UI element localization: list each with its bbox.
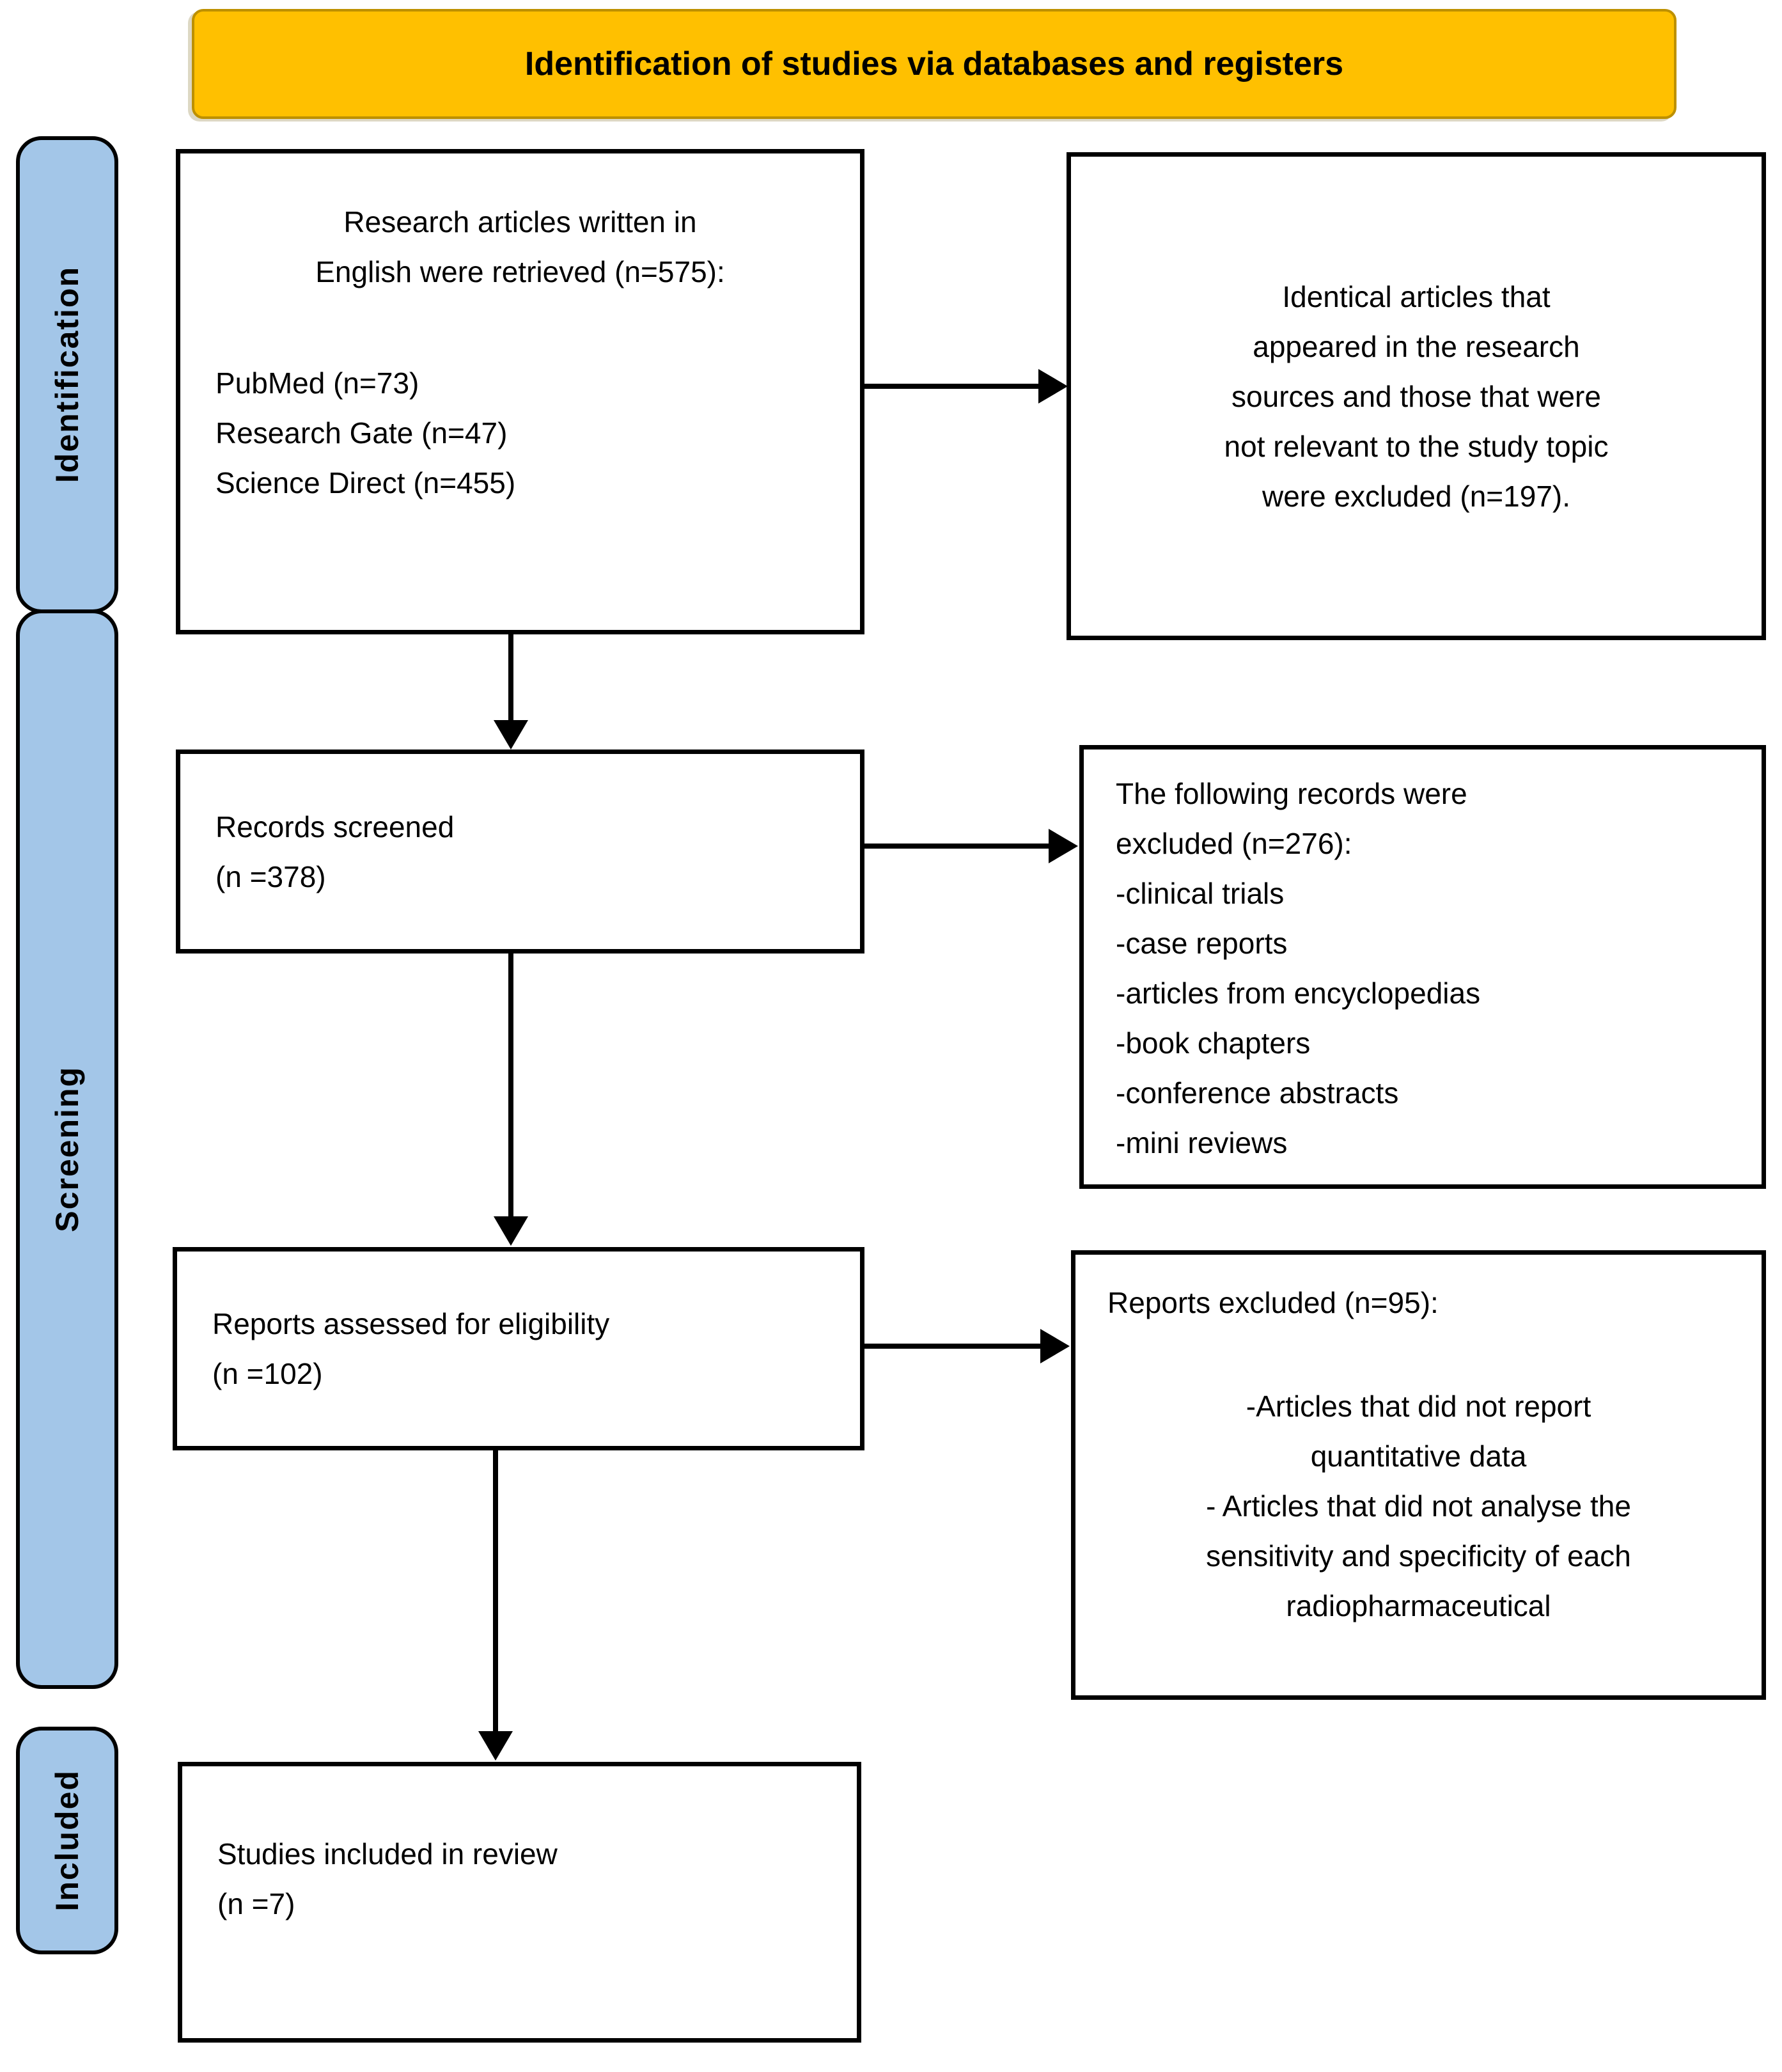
arrow-screened-to-excluded-line [864, 844, 1051, 849]
excluded-item-encyclopedias: -articles from encyclopedias [1116, 977, 1481, 1010]
header-banner: Identification of studies via databases … [192, 9, 1676, 119]
box-studies-included: Studies included in review (n =7) [178, 1762, 861, 2043]
retrieved-line-1: Research articles written in [343, 205, 697, 239]
duplicates-line-3: sources and those that were [1231, 379, 1601, 413]
stage-label-screening: Screening [49, 1066, 85, 1232]
duplicates-line-5: were excluded (n=197). [1262, 479, 1570, 513]
arrow-retrieved-to-duplicates-head [1038, 369, 1068, 404]
reports-excluded-bullet1-line2: quantitative data [1310, 1440, 1527, 1473]
arrow-screened-to-excluded-head [1049, 829, 1078, 863]
arrow-retrieved-to-screened-line [508, 633, 513, 723]
arrow-assessed-to-excluded-head [1040, 1329, 1070, 1363]
arrow-screened-to-assessed-head [494, 1216, 528, 1246]
box-reports-assessed: Reports assessed for eligibility (n =102… [173, 1247, 864, 1450]
excluded-item-conference-abstracts: -conference abstracts [1116, 1076, 1399, 1110]
box-reports-excluded: Reports excluded (n=95): -Articles that … [1071, 1250, 1766, 1700]
stage-bar-identification: Identification [16, 136, 118, 613]
reports-excluded-bullet2-line1: - Articles that did not analyse the [1206, 1489, 1631, 1523]
arrow-retrieved-to-screened-head [494, 720, 528, 750]
box-records-retrieved: Research articles written in English wer… [176, 149, 864, 634]
reports-excluded-heading: Reports excluded (n=95): [1107, 1286, 1439, 1319]
stage-bar-screening: Screening [16, 609, 118, 1689]
source-sciencedirect: Science Direct (n=455) [215, 466, 516, 499]
included-count: (n =7) [217, 1887, 295, 1920]
box-duplicates-excluded: Identical articles that appeared in the … [1067, 152, 1766, 640]
duplicates-line-4: not relevant to the study topic [1224, 429, 1609, 463]
arrow-assessed-to-included-line [493, 1450, 498, 1734]
duplicates-line-1: Identical articles that [1282, 279, 1551, 313]
stage-label-included: Included [49, 1770, 85, 1911]
assessed-line-1: Reports assessed for eligibility [212, 1307, 610, 1340]
reports-excluded-bullet2-line2: sensitivity and specificity of each [1206, 1539, 1631, 1573]
source-researchgate: Research Gate (n=47) [215, 416, 508, 450]
excluded-item-case-reports: -case reports [1116, 927, 1288, 960]
stage-bar-included: Included [16, 1727, 118, 1954]
arrow-retrieved-to-duplicates-line [864, 384, 1042, 389]
records-excluded-heading-2: excluded (n=276): [1116, 827, 1352, 860]
assessed-count: (n =102) [212, 1357, 323, 1390]
arrow-assessed-to-excluded-line [864, 1344, 1043, 1349]
source-pubmed: PubMed (n=73) [215, 366, 419, 400]
header-title: Identification of studies via databases … [524, 45, 1344, 82]
arrow-screened-to-assessed-line [508, 954, 513, 1219]
reports-excluded-bullet1-line1: -Articles that did not report [1246, 1390, 1591, 1423]
screened-count: (n =378) [215, 859, 326, 893]
reports-excluded-bullet2-line3: radiopharmaceutical [1286, 1589, 1551, 1622]
excluded-item-book-chapters: -book chapters [1116, 1026, 1311, 1060]
excluded-item-clinical-trials: -clinical trials [1116, 877, 1285, 910]
excluded-item-mini-reviews: -mini reviews [1116, 1126, 1288, 1159]
box-records-screened: Records screened (n =378) [176, 750, 864, 954]
retrieved-line-2: English were retrieved (n=575): [315, 255, 725, 288]
stage-label-identification: Identification [49, 266, 85, 483]
duplicates-line-2: appeared in the research [1253, 329, 1580, 363]
screened-line-1: Records screened [215, 810, 455, 844]
box-records-excluded: The following records were excluded (n=2… [1079, 745, 1766, 1189]
records-excluded-heading-1: The following records were [1116, 777, 1467, 810]
arrow-assessed-to-included-head [478, 1731, 513, 1761]
included-line-1: Studies included in review [217, 1837, 558, 1871]
